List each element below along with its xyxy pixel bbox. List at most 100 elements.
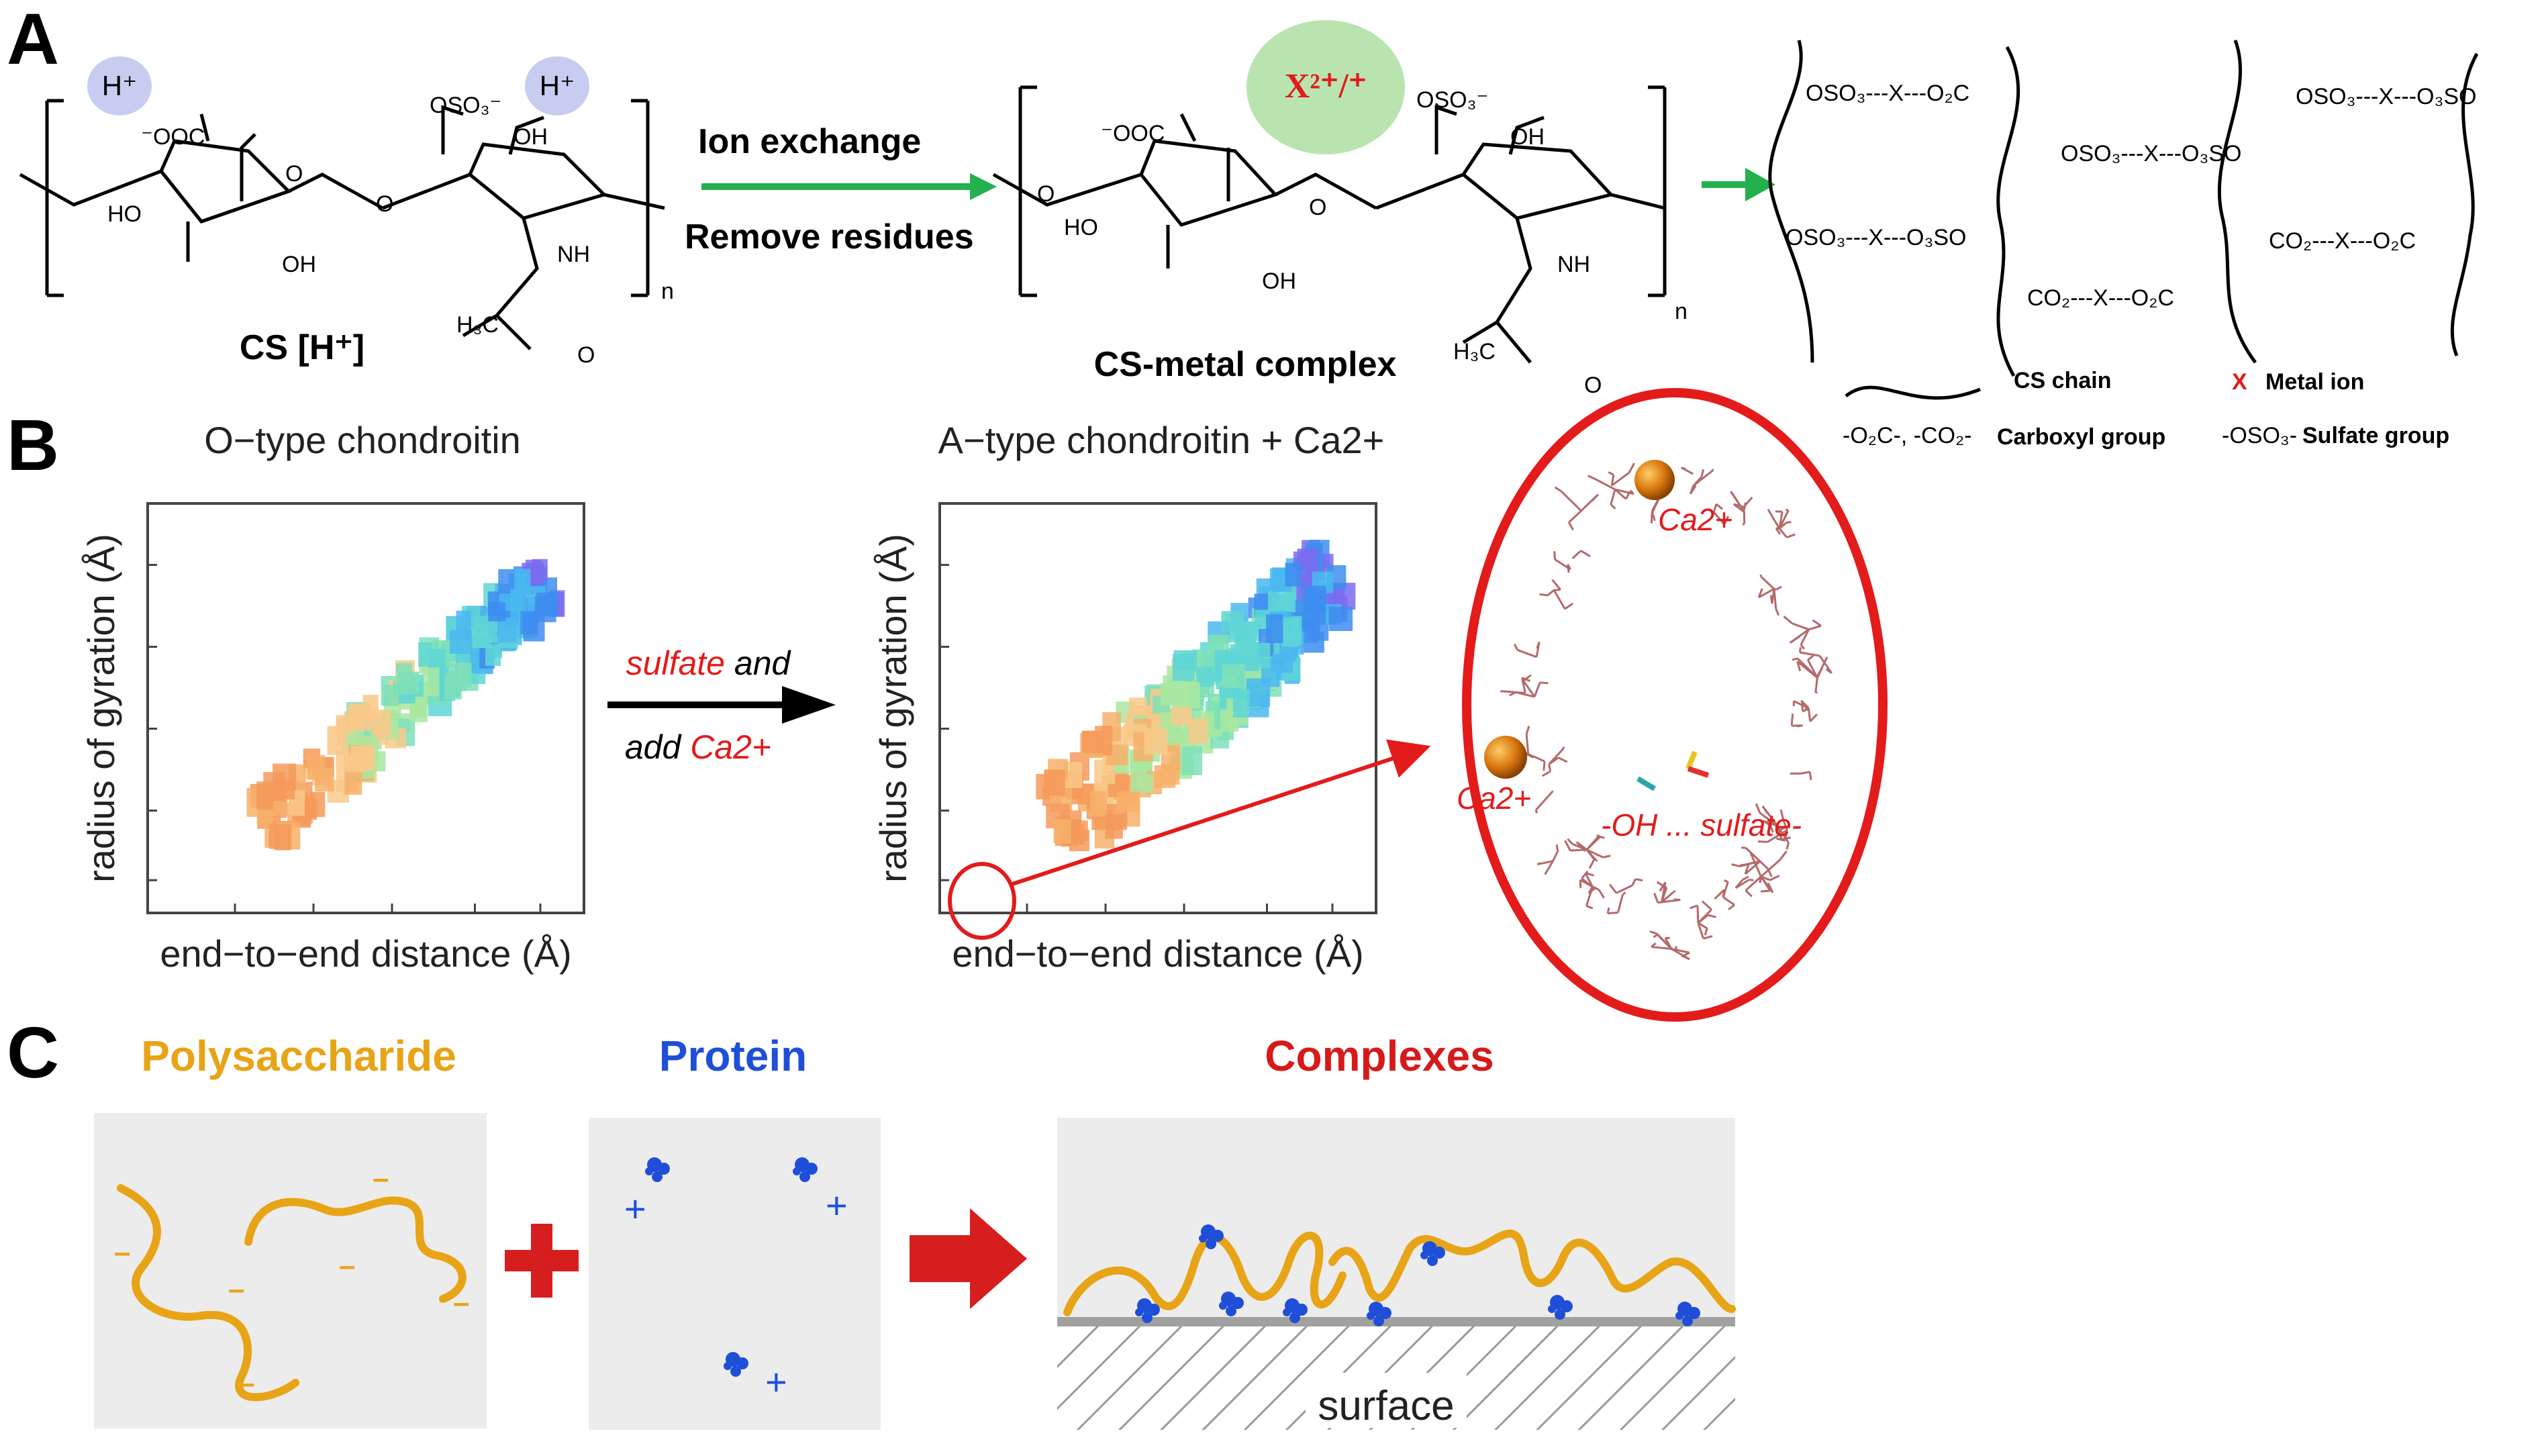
svg-text:n: n [1675, 299, 1688, 324]
plot-right-title: A−type chondroitin + Ca2+ [938, 419, 1385, 461]
molecule-bond [1743, 524, 1744, 525]
protein-box [589, 1118, 881, 1430]
molecule-bond [1816, 692, 1818, 693]
plot-left-xlabel: end−to−end distance (Å) [160, 932, 571, 975]
heatmap-cell [1272, 654, 1293, 673]
svg-text:HO: HO [107, 201, 142, 227]
plot-right-heatmap [1036, 540, 1355, 851]
svg-text:X²⁺/⁺: X²⁺/⁺ [1285, 67, 1367, 105]
remove-residues-label: Remove residues [685, 217, 974, 256]
heatmap-cell [449, 663, 472, 687]
molecule-bond [1749, 879, 1753, 880]
heatmap-cell [1106, 814, 1123, 839]
molecule-bond [1544, 761, 1545, 771]
svg-text:NH: NH [557, 242, 590, 267]
svg-text:OSO₃---X---O₃SO: OSO₃---X---O₃SO [1786, 225, 1966, 250]
heatmap-cell [1236, 627, 1257, 654]
svg-text:OH: OH [282, 252, 316, 277]
svg-text:O: O [1584, 373, 1602, 398]
heatmap-cell [256, 781, 273, 810]
cs-h-label: CS [H⁺] [240, 328, 364, 367]
svg-text:⁻OOC: ⁻OOC [1101, 121, 1165, 146]
svg-text:+: + [826, 1184, 848, 1226]
calcium-ion-top [1634, 460, 1675, 500]
svg-text:⁻OOC: ⁻OOC [141, 124, 205, 150]
molecule-bond [1771, 595, 1772, 603]
svg-text:-OSO₃-: -OSO₃- [2222, 423, 2297, 448]
heatmap-cell [275, 779, 295, 799]
svg-text:–: – [238, 1367, 254, 1400]
heatmap-cell [1082, 731, 1104, 753]
molecule-bond [1810, 772, 1811, 780]
svg-text:OH: OH [1262, 269, 1296, 294]
heatmap-cell [275, 824, 291, 851]
highlight-circle [950, 864, 1014, 938]
svg-text:O: O [577, 342, 595, 368]
heatmap-cell [532, 559, 548, 581]
molecule-bond [1760, 877, 1761, 883]
molecule-bond [1536, 810, 1537, 814]
molecule-bond [1500, 691, 1507, 692]
proton-bubble: H⁺ [525, 56, 589, 115]
heatmap-cell [1174, 650, 1197, 671]
plot-left-title: O−type chondroitin [204, 419, 521, 461]
svg-text:Carboxyl group: Carboxyl group [1997, 424, 2165, 450]
arrow-text-line2: add Ca2+ [625, 728, 771, 766]
cs-chain-legend-line [1846, 387, 1980, 398]
svg-text:CO₂---X---O₂C: CO₂---X---O₂C [2269, 228, 2416, 254]
metal-ion-bubble: X²⁺/⁺ [1246, 20, 1405, 154]
svg-text:Sulfate group: Sulfate group [2302, 423, 2449, 448]
heatmap-cell [485, 644, 501, 666]
molecule-bond [1608, 908, 1609, 914]
transition-arrowhead [782, 686, 836, 724]
molecule-bond [1786, 522, 1791, 523]
calcium-label-left: Ca2+ [1457, 781, 1531, 816]
svg-text:+: + [765, 1361, 787, 1403]
cs-chemical-labels: ⁻OOC OSO₃⁻ OH HO O O OH NH H₃C O n [107, 93, 674, 368]
svg-text:H⁺: H⁺ [540, 70, 575, 101]
heatmap-cell [315, 768, 334, 792]
protein-heading: Protein [659, 1032, 807, 1080]
heatmap-cell [1329, 607, 1353, 631]
polysaccharide-box [94, 1113, 487, 1428]
molecule-inset [1467, 393, 1883, 1017]
molecule-bond [1712, 469, 1713, 471]
ion-exchange-label: Ion exchange [698, 122, 921, 161]
svg-text:O: O [376, 191, 393, 217]
heatmap-cell [510, 589, 527, 612]
molecule-bond [1681, 468, 1685, 469]
heatmap-cell [1182, 746, 1202, 775]
molecule-bond [1549, 764, 1551, 771]
svg-text:O: O [1037, 181, 1055, 207]
svg-text:H⁺: H⁺ [102, 70, 138, 101]
svg-text:–: – [228, 1273, 244, 1306]
plot-right-ylabel: radius of gyration (Å) [872, 534, 914, 883]
molecule-bond [1792, 659, 1798, 660]
panel-a-label: A [7, 0, 59, 79]
plot-right-xlabel: end−to−end distance (Å) [952, 932, 1363, 975]
crosslink-arrow [1702, 168, 1775, 201]
heatmap-cell [1161, 683, 1185, 706]
heatmap-cell [349, 703, 371, 731]
molecule-bond [1786, 509, 1788, 510]
cs-metal-complex-label: CS-metal complex [1094, 345, 1397, 384]
surface-label: surface [1318, 1383, 1454, 1429]
svg-text:CO₂---X---O₂C: CO₂---X---O₂C [2027, 285, 2174, 311]
svg-text:OSO₃⁻: OSO₃⁻ [430, 93, 501, 118]
svg-text:O: O [285, 161, 303, 187]
molecule-bond [1651, 514, 1652, 523]
heatmap-cell [1233, 689, 1250, 718]
surface-line [1057, 1317, 1735, 1326]
molecule-bond [1724, 881, 1728, 882]
heatmap-cell [422, 667, 439, 696]
molecule-bond [1790, 773, 1791, 774]
svg-text:–: – [339, 1249, 355, 1282]
proton-bubble: H⁺ [87, 56, 152, 115]
heatmap-cell [1254, 642, 1271, 668]
panel-b-label: B [7, 404, 59, 485]
heatmap-cell [1144, 728, 1167, 755]
svg-text:H₃C: H₃C [456, 312, 499, 338]
plot-left-ylabel: radius of gyration (Å) [80, 534, 122, 883]
heatmap-cell [1090, 791, 1107, 816]
